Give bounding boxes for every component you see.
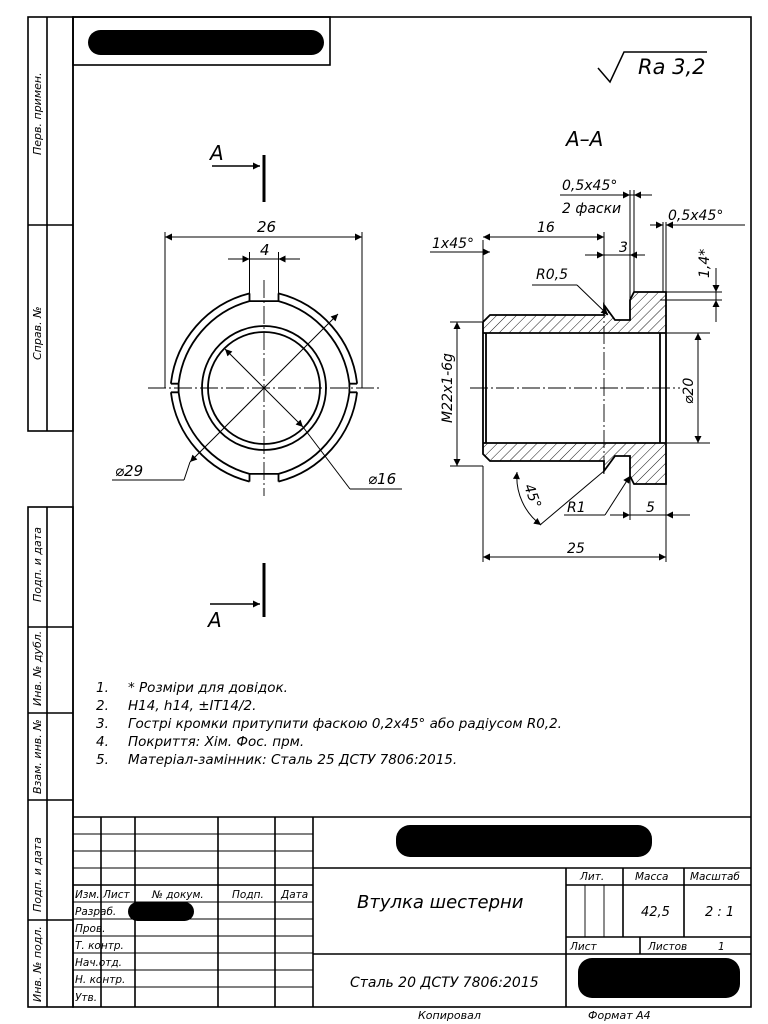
note-text: Покриття: Хім. Фос. прм.	[128, 734, 305, 750]
tb-sheets: Листов	[647, 941, 687, 953]
note-item: 4. Покриття: Хім. Фос. прм.	[96, 733, 562, 751]
side-label-perv-primen: Перв. примен.	[31, 72, 44, 155]
tb-prov: Пров.	[75, 923, 106, 935]
dim-len-16: 16	[537, 220, 555, 236]
dim-chamfer-note: 2 фаски	[562, 201, 621, 217]
roughness-symbol: Ra 3,2	[597, 51, 707, 84]
dim-slot: 4	[260, 241, 270, 259]
dim-chamfer-left: 1x45°	[432, 236, 474, 252]
cut-marker-top: A	[208, 141, 266, 202]
tb-data: Дата	[280, 889, 308, 901]
side-label-vzam-inv: Взам. инв. №	[31, 719, 44, 794]
redaction-designation	[396, 825, 652, 857]
front-view: 26 4 ⌀29 ⌀16	[112, 218, 402, 496]
tb-utv: Утв.	[75, 992, 97, 1004]
redaction-developer	[128, 902, 194, 921]
dim-len-5: 5	[646, 500, 655, 516]
section-view: A–A	[430, 127, 745, 562]
side-label-podp-data-1: Подп. и дата	[31, 527, 44, 602]
note-item: 1. * Розміри для довідок.	[96, 679, 562, 697]
note-number: 4.	[96, 734, 109, 750]
tb-masshtab: Масштаб	[690, 871, 740, 883]
sheet-frame	[27, 16, 752, 1008]
dim-len-25: 25	[567, 541, 585, 557]
cut-label-bottom: A	[206, 608, 222, 632]
dim-dia20: ⌀20	[681, 378, 697, 404]
note-text: H14, h14, ±IT14/2.	[128, 698, 257, 714]
technical-notes: 1. * Розміри для довідок. 2. H14, h14, ±IT…	[96, 679, 562, 769]
dim-inner-dia: ⌀16	[368, 470, 396, 488]
tb-no-dokum: № докум.	[151, 889, 204, 901]
redaction-top-corner	[88, 30, 324, 55]
tb-part-name: Втулка шестерни	[357, 892, 524, 913]
footer: Копировал Формат А4	[418, 1009, 651, 1022]
cut-marker-bottom: A	[206, 563, 266, 632]
dim-depth: 1,4*	[697, 249, 713, 278]
side-label-inv-podl: Инв. № подл.	[31, 926, 44, 1002]
side-label-inv-dubl: Инв. № дубл.	[31, 631, 44, 706]
note-number: 3.	[96, 716, 109, 732]
note-text: * Розміри для довідок.	[128, 680, 288, 696]
note-item: 5. Матеріал-замінник: Сталь 25 ДСТУ 7806:…	[96, 751, 562, 769]
tb-razrab: Разраб.	[75, 906, 116, 918]
tb-mass-value: 42,5	[641, 905, 670, 920]
tb-izm: Изм.	[75, 889, 100, 901]
tb-scale-value: 2 : 1	[705, 905, 734, 920]
redaction-organization	[578, 958, 740, 998]
roughness-value: Ra 3,2	[638, 55, 706, 79]
note-number: 5.	[96, 752, 109, 768]
dim-r1: R1	[567, 500, 586, 516]
tb-sheets-value: 1	[718, 941, 725, 953]
side-label-sprav-no: Справ. №	[31, 306, 44, 360]
footer-copied: Копировал	[418, 1009, 481, 1022]
title-block: Изм. Лист № докум. Подп. Дата Разраб. Пр…	[73, 816, 751, 1007]
note-number: 1.	[96, 680, 109, 696]
tb-massa: Масса	[635, 871, 668, 883]
dim-len-3: 3	[619, 240, 628, 256]
footer-format: Формат А4	[588, 1009, 651, 1022]
tb-material: Сталь 20 ДСТУ 7806:2015	[350, 975, 539, 991]
tb-podp: Подп.	[232, 889, 264, 901]
dim-outer-dia: ⌀29	[115, 462, 143, 480]
tb-nach-otd: Нач.отд.	[75, 957, 122, 969]
dim-angle: 45°	[520, 482, 544, 511]
note-text: Гострі кромки притупити фаскою 0,2х45° а…	[128, 716, 562, 732]
dim-chamfer-top: 0,5x45°	[562, 178, 617, 194]
note-number: 2.	[96, 698, 109, 714]
note-item: 2. H14, h14, ±IT14/2.	[96, 697, 562, 715]
tb-lit: Лит.	[579, 871, 604, 883]
side-label-podp-data-2: Подп. и дата	[31, 837, 44, 912]
tb-list: Лист	[102, 889, 130, 901]
note-text: Матеріал-замінник: Сталь 25 ДСТУ 7806:20…	[128, 752, 458, 768]
section-title: A–A	[564, 127, 603, 151]
dim-r05: R0,5	[536, 267, 568, 283]
note-item: 3. Гострі кромки притупити фаскою 0,2х45°…	[96, 715, 562, 733]
cut-label-top: A	[208, 141, 224, 165]
tb-sheet: Лист	[569, 941, 597, 953]
dim-chamfer-right: 0,5x45°	[668, 208, 723, 224]
dim-width: 26	[257, 218, 276, 236]
tb-n-kontr: Н. контр.	[75, 974, 125, 986]
tb-t-kontr: Т. контр.	[75, 940, 124, 952]
dim-thread: M22x1-6g	[440, 353, 456, 423]
